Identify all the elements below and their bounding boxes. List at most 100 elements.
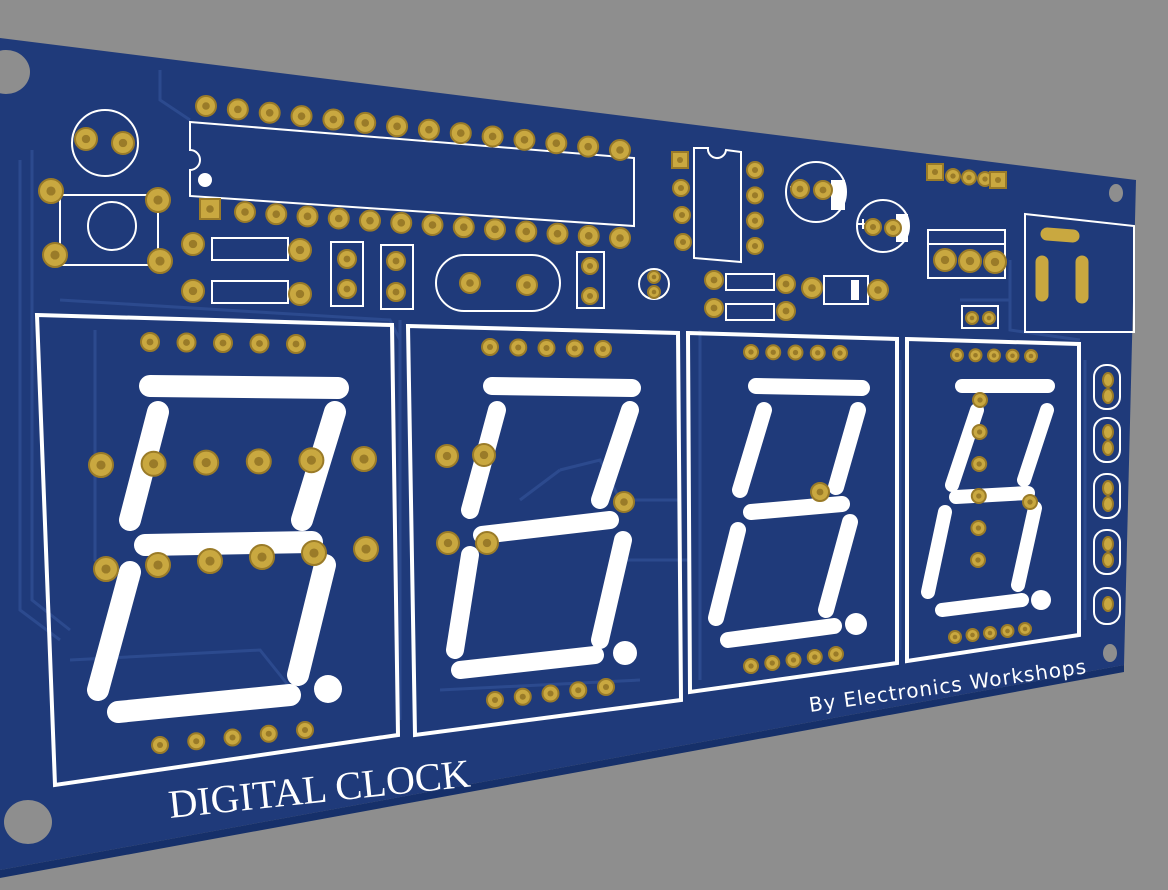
display-pad-hole (833, 651, 839, 657)
display-pad-hole (254, 456, 264, 466)
display-pad-hole (620, 498, 628, 506)
cap-pad-hole (651, 274, 657, 280)
resistor-pad-hole (710, 304, 718, 312)
mcu-pin-pad-hole (584, 142, 592, 151)
display-pad-hole (479, 450, 489, 460)
digit-1-segment-top (139, 375, 349, 399)
mcu-pin1-pad-hole (206, 205, 214, 213)
display-pad-hole (361, 544, 371, 554)
digit-3-segment-top-left (732, 402, 772, 498)
display-pad-hole (183, 339, 190, 346)
display-pad-hole (156, 741, 164, 749)
mounting-holes (0, 50, 1123, 844)
header-pin1-pad-hole (931, 168, 939, 176)
display-pad-hole (292, 340, 300, 348)
header-pad-hole (586, 262, 594, 270)
mounting-hole-bottom-left (4, 800, 52, 844)
mcu-pin-pad-hole (456, 129, 465, 137)
digit-3-segment-bottom-left (708, 522, 746, 626)
header-j3-outline (576, 251, 605, 309)
dc-jack-outline (1024, 212, 1135, 333)
digit-2-segment-bottom (451, 646, 604, 679)
display-pad-hole (543, 344, 550, 352)
resistor-r4-outline (725, 303, 775, 321)
digit-2-segment-bottom-left (446, 546, 479, 659)
header-pad-hole (343, 255, 351, 263)
resistor-pad-hole (782, 280, 790, 288)
mcu-pin-pad-hole (522, 227, 531, 236)
digit-2-segment-bottom-right (591, 531, 632, 649)
pushbutton-cap (87, 201, 137, 251)
display-pad-hole (769, 660, 775, 666)
cap-pad-hole (796, 185, 804, 193)
mcu-outline (189, 120, 635, 228)
display-pad-hole (975, 525, 982, 531)
mounting-hole-top-right (1109, 184, 1123, 202)
decimal-points (314, 590, 1051, 703)
display-pad-hole (229, 734, 236, 741)
led-pad-hole (118, 138, 128, 148)
mcu-pin-pad-hole (334, 214, 343, 223)
digit-4-segment-middle (949, 486, 1035, 504)
mcu-pin-pad-hole (616, 234, 624, 242)
display-pad-hole (815, 350, 821, 356)
display-pad-hole (976, 429, 983, 435)
display-pad-hole (96, 460, 106, 470)
header-pad-hole (343, 285, 351, 293)
display-pad-hole (970, 632, 975, 638)
mcu-pin-pad-hole (303, 212, 312, 221)
display-pad-hole (482, 538, 492, 548)
pushbutton-pad-hole (153, 195, 163, 205)
mcu-pin-pad-hole (553, 229, 562, 238)
header-pad-hole (966, 174, 972, 181)
display-pad-hole (1010, 353, 1015, 359)
display-outlines (34, 312, 1081, 788)
dc-jack-pad-top (1040, 227, 1080, 243)
pushbutton-outline (59, 194, 159, 266)
rtc-chip-outline (693, 147, 742, 264)
display-pad-hole (193, 738, 200, 745)
crystal-outline (435, 254, 561, 312)
digit-4-decimal-point (1031, 590, 1051, 610)
display-pad-hole (952, 634, 958, 640)
rtc-pin-pad-hole (751, 192, 759, 199)
digit-1-segment-bottom-left (87, 561, 141, 701)
display-pad-hole (748, 663, 754, 669)
mounting-hole-top-left (0, 50, 30, 94)
display-pad-hole (602, 683, 610, 691)
display-pad-hole (954, 352, 960, 358)
display-pad-hole (976, 461, 982, 467)
mcu-pin-pad-hole (329, 115, 338, 124)
pushbutton-pad-hole (46, 186, 56, 196)
digit-4-segment-top-right (1017, 403, 1054, 487)
rtc-pin-pad-hole (678, 211, 686, 219)
display-pad-hole (205, 556, 215, 566)
mcu-pin-pad-hole (393, 122, 401, 131)
display-pad-hole (547, 690, 554, 697)
display-pad-hole (153, 560, 163, 570)
resistor-pad-hole (782, 307, 790, 315)
resistor-pad-hole (295, 245, 305, 255)
display-pad-hole (976, 493, 982, 499)
mcu-pin-pad-hole (366, 216, 374, 225)
display-pad-hole (149, 459, 159, 469)
display-pad-hole (256, 340, 263, 347)
digit-1-decimal-point (314, 675, 342, 703)
display-pad-hole (748, 349, 754, 355)
resistor-r3-outline (725, 273, 775, 291)
display-pad-hole (265, 730, 272, 737)
display-pad-hole (599, 345, 607, 353)
digit-4-segment-bottom-left (921, 505, 952, 599)
display-pad-hole (991, 353, 997, 358)
mcu-pin-pad-hole (297, 112, 306, 120)
rtc-pin-pad-hole (751, 217, 759, 224)
pcb-board-edge (0, 665, 1124, 878)
display-pad-hole (515, 344, 522, 351)
rtc-pin1-pad-hole (676, 156, 684, 164)
digit-2-decimal-point (613, 641, 637, 665)
digit-1-outline (34, 312, 401, 788)
digit-2-segment-top (483, 377, 641, 397)
mcu-pin-pad-hole (272, 210, 281, 218)
